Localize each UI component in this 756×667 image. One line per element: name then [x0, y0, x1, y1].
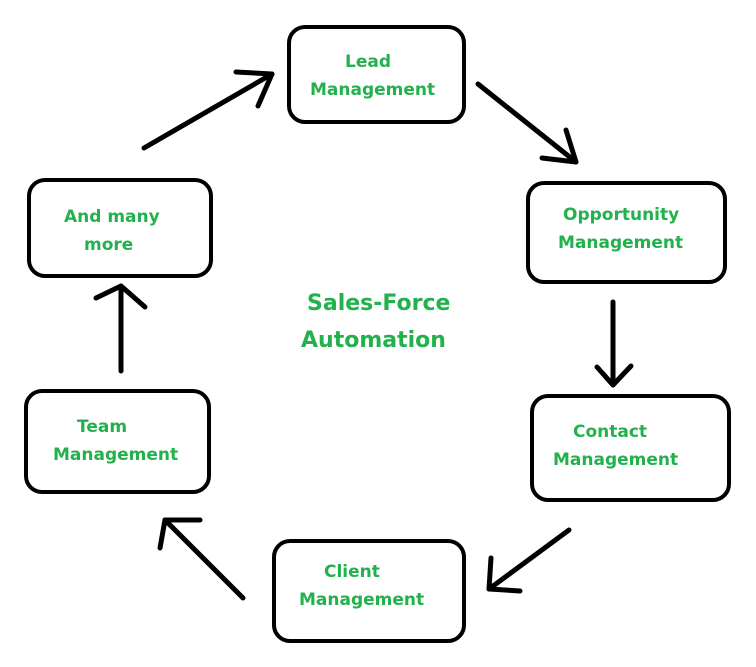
- node-contact-line1: Contact: [573, 422, 648, 442]
- arrow-team-to-more: [93, 283, 148, 374]
- node-client-management: [272, 539, 466, 643]
- node-team-management: [24, 389, 211, 494]
- arrow-more-to-lead: [141, 69, 275, 151]
- node-client-line1: Client: [324, 562, 380, 582]
- node-team-line1: Team: [77, 417, 128, 437]
- arrow-contact-to-client: [486, 527, 572, 594]
- node-opportunity-line1: Opportunity: [563, 205, 680, 225]
- node-lead-line2: Management: [310, 80, 436, 100]
- node-lead-line1: Lead: [345, 52, 392, 72]
- node-opportunity-line2: Management: [558, 233, 684, 253]
- center-title-line1: Sales-Force: [307, 291, 451, 316]
- node-more-line1: And many: [64, 207, 160, 227]
- node-contact-line2: Management: [553, 450, 679, 470]
- node-contact-management: [530, 394, 731, 502]
- node-team-line2: Management: [53, 445, 179, 465]
- node-more-line2: more: [84, 235, 134, 255]
- node-lead-management: [287, 25, 466, 124]
- center-title-line2: Automation: [301, 328, 446, 353]
- arrow-client-to-team: [157, 517, 246, 601]
- arrow-opportunity-to-contact: [594, 299, 634, 388]
- node-client-line2: Management: [299, 590, 425, 610]
- node-and-many-more: [27, 178, 213, 278]
- node-opportunity-management: [526, 181, 727, 284]
- arrow-lead-to-opportunity: [475, 81, 579, 165]
